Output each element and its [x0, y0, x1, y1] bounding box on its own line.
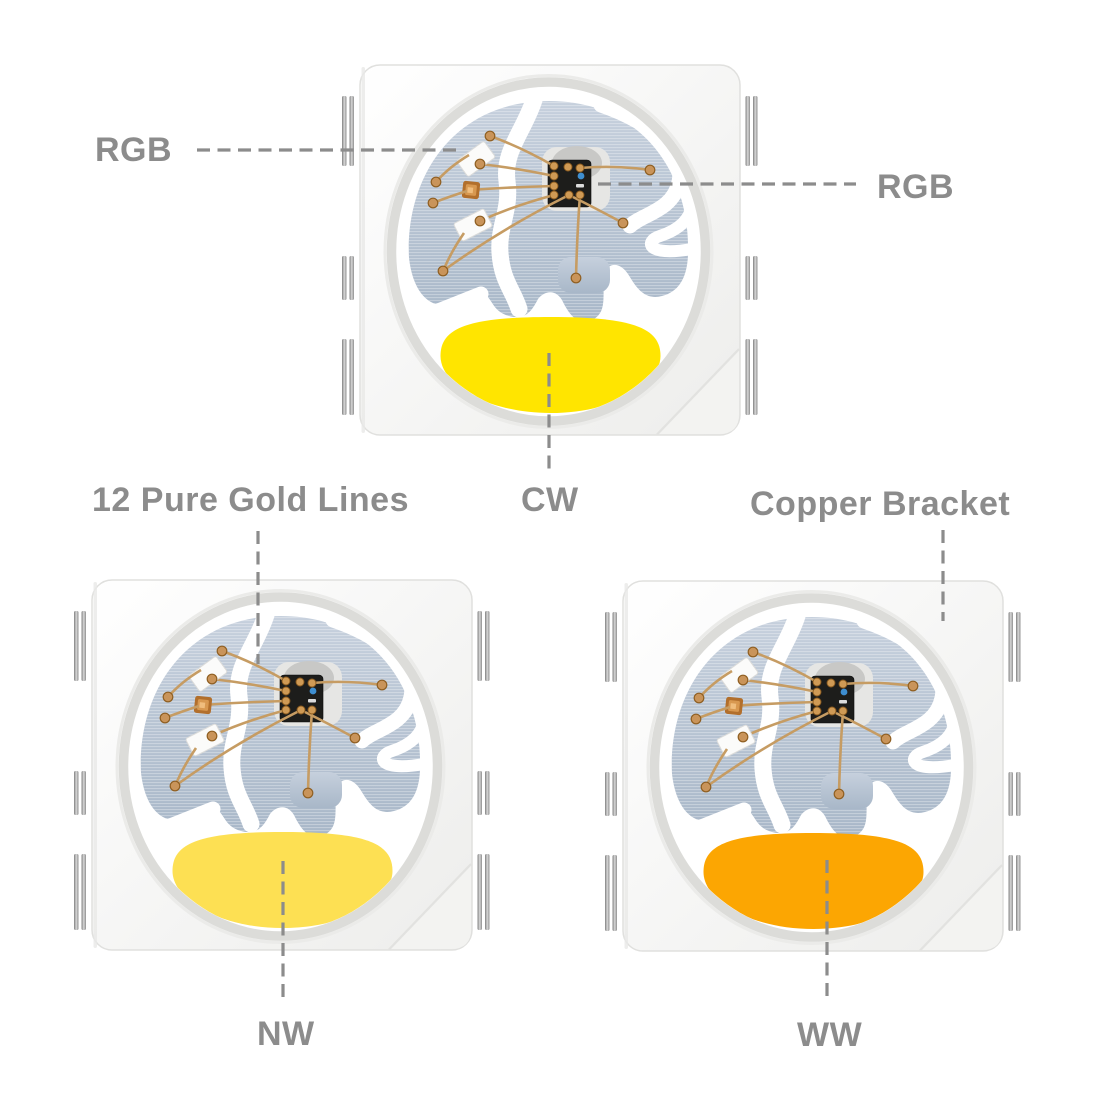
ic-blue-marker — [309, 687, 317, 695]
led-chip-graphic — [605, 580, 1021, 952]
ic-blue-marker — [577, 172, 585, 180]
ic-bond-pads — [812, 677, 848, 716]
ic-bond-pads — [281, 676, 317, 715]
ic-white-marker — [308, 699, 316, 703]
ic-white-marker — [839, 700, 847, 704]
phosphor-area — [703, 833, 924, 929]
led-chip-graphic — [342, 64, 758, 436]
corner-fold — [659, 351, 739, 434]
side-pins — [74, 611, 490, 930]
label-gold-lines: 12 Pure Gold Lines — [92, 481, 409, 519]
label-rgb-left: RGB — [95, 131, 173, 169]
led-chip-graphic — [74, 579, 490, 951]
side-pins — [342, 96, 758, 415]
substrate-island — [558, 257, 610, 293]
ic-white-marker — [576, 184, 584, 188]
label-nw: NW — [257, 1015, 315, 1053]
ic-blue-marker — [840, 688, 848, 696]
led-chip-warm-white — [604, 579, 1026, 953]
label-ww: WW — [797, 1016, 863, 1054]
copper-die — [461, 180, 481, 200]
lens-outer-ring — [115, 589, 446, 944]
label-cw: CW — [521, 481, 579, 519]
label-rgb-right: RGB — [877, 168, 955, 206]
wire-bond-dots — [427, 130, 656, 284]
led-chip-cool-white — [341, 63, 763, 437]
wire-bond-dots — [159, 645, 388, 799]
copper-die — [193, 695, 213, 715]
corner-fold — [922, 867, 1002, 950]
side-pins — [605, 612, 1021, 931]
label-copper-bracket: Copper Bracket — [750, 485, 1011, 523]
substrate-island — [821, 773, 873, 809]
substrate-island — [290, 772, 342, 808]
corner-fold — [391, 866, 471, 949]
copper-die — [724, 696, 744, 716]
ic-bond-pads — [549, 161, 585, 200]
lens-outer-ring — [646, 590, 977, 945]
wire-bond-dots — [690, 646, 919, 800]
led-chip-neutral-white — [73, 578, 495, 952]
